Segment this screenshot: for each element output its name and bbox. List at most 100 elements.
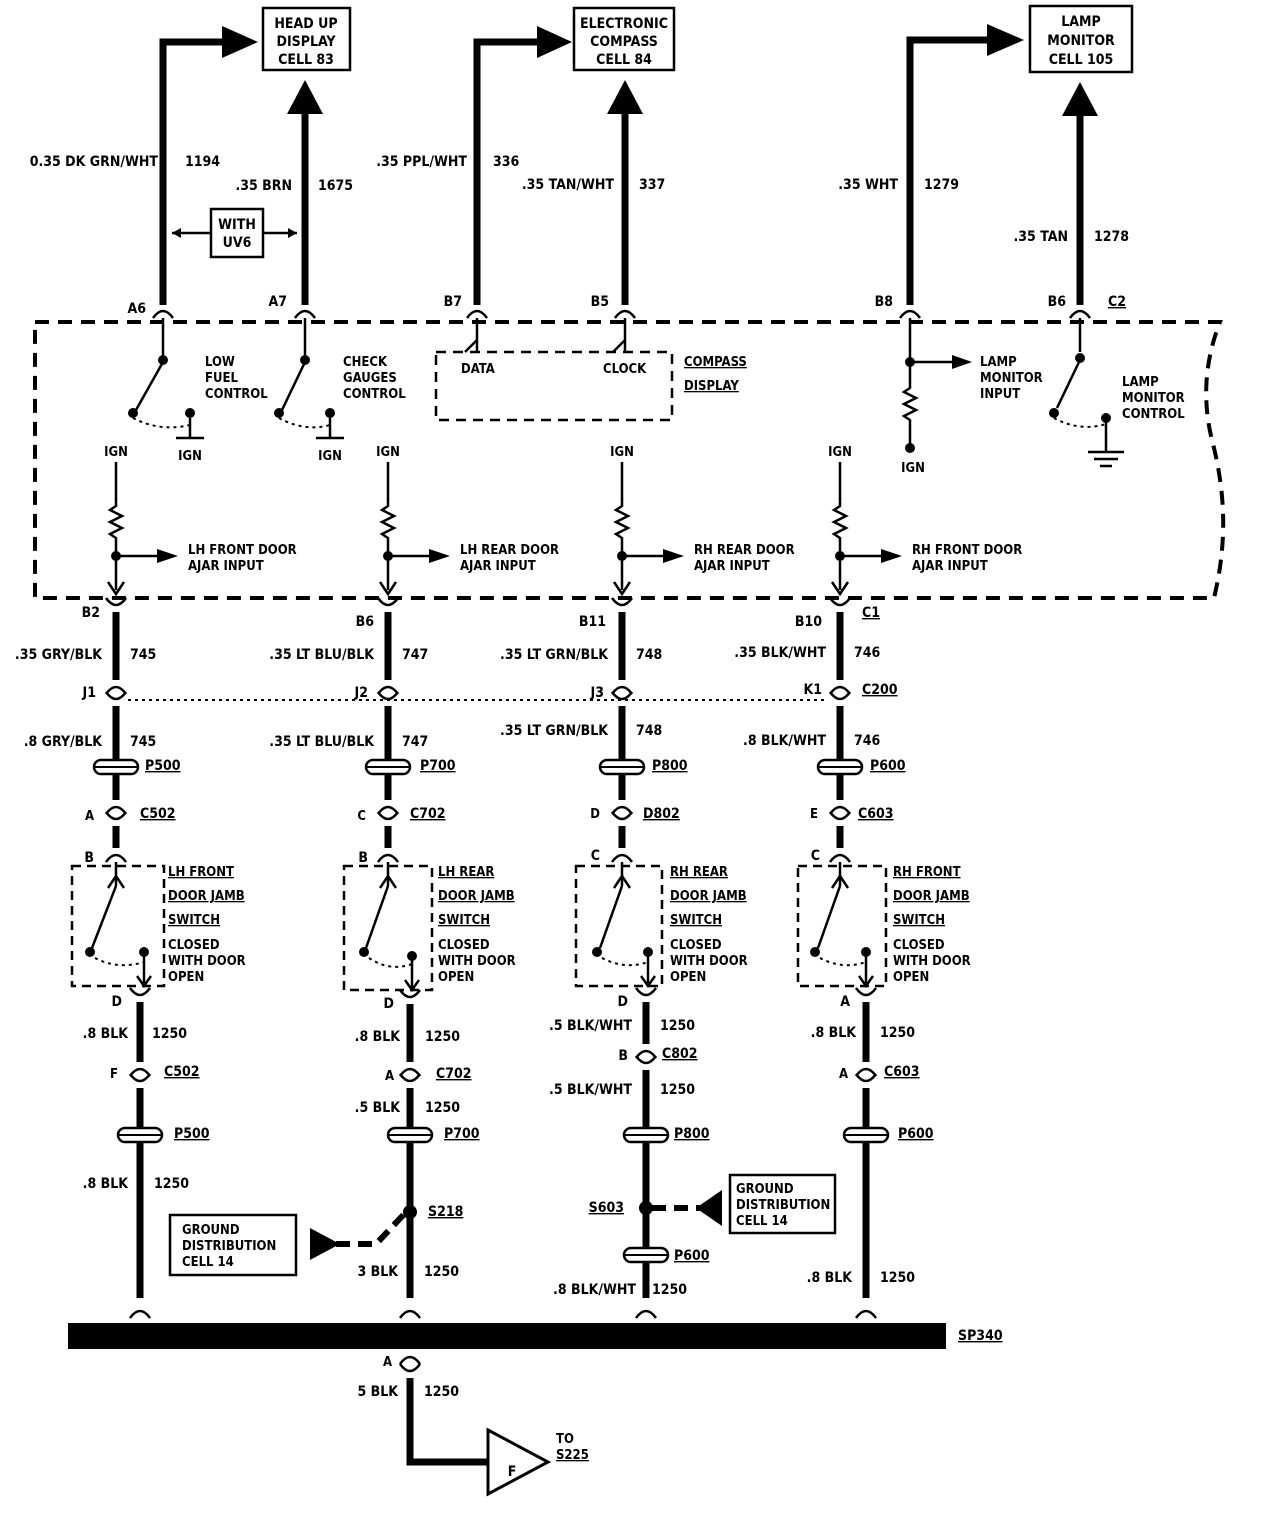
svg-text:J2: J2 [354, 685, 368, 701]
svg-text:E: E [810, 807, 818, 822]
svg-text:F: F [110, 1067, 118, 1082]
ground-distribution-ref-right: GROUND DISTRIBUTION CELL 14 [652, 1173, 837, 1235]
ground-path-lh-rear: D .8 BLK 1250 A C702 .5 BLK 1250 P700 S2… [355, 988, 480, 1320]
svg-text:B10: B10 [795, 614, 822, 630]
svg-text:LH FRONT: LH FRONT [168, 865, 234, 880]
svg-text:C702: C702 [410, 806, 446, 822]
svg-text:P600: P600 [870, 758, 906, 774]
svg-text:SP340: SP340 [958, 1328, 1003, 1344]
svg-text:A: A [383, 1355, 392, 1370]
dest-hud: HEAD UP DISPLAY CELL 83 [261, 6, 352, 72]
svg-text:S218: S218 [428, 1204, 463, 1220]
svg-text:1194: 1194 [185, 154, 220, 170]
svg-text:S603: S603 [589, 1200, 624, 1216]
svg-text:OPEN: OPEN [168, 970, 204, 985]
svg-text:1250: 1250 [880, 1270, 915, 1286]
svg-text:B: B [618, 1048, 628, 1064]
option-uv6: WITH UV6 [172, 207, 297, 259]
svg-text:D: D [590, 807, 600, 822]
svg-text:CLOSED: CLOSED [893, 938, 945, 953]
module-top-connectors: A6 A7 B7 B5 B8 B6 C2 [127, 294, 1126, 320]
svg-text:B: B [84, 850, 94, 866]
door-ajar-input-lr: IGN LH REAR DOOR AJAR INPUT [376, 445, 559, 597]
svg-text:MONITOR: MONITOR [1122, 391, 1185, 406]
svg-text:MONITOR: MONITOR [980, 371, 1043, 386]
svg-text:.8 BLK: .8 BLK [811, 1025, 858, 1041]
door-ajar-input-rf: IGN RH FRONT DOOR AJAR INPUT [828, 445, 1022, 597]
svg-text:HEAD UP: HEAD UP [274, 16, 337, 32]
svg-text:1278: 1278 [1094, 229, 1129, 245]
svg-text:WITH: WITH [218, 217, 256, 233]
svg-text:LH FRONT DOOR: LH FRONT DOOR [188, 543, 297, 558]
svg-text:CONTROL: CONTROL [205, 387, 268, 402]
svg-text:.35 LT GRN/BLK: .35 LT GRN/BLK [500, 723, 609, 739]
ground-distribution-ref-left: GROUND DISTRIBUTION CELL 14 [168, 1207, 411, 1277]
ground-bus-sp340: SP340 [68, 1323, 1003, 1349]
svg-text:.8 BLK: .8 BLK [807, 1270, 854, 1286]
svg-text:AJAR INPUT: AJAR INPUT [912, 559, 988, 574]
compass-display: DATA CLOCK COMPASS DISPLAY [434, 318, 747, 422]
svg-text:CELL 83: CELL 83 [278, 52, 334, 68]
svg-text:747: 747 [402, 734, 428, 750]
svg-text:LH REAR DOOR: LH REAR DOOR [460, 543, 559, 558]
svg-text:LAMP: LAMP [980, 355, 1017, 370]
svg-text:IGN: IGN [376, 445, 400, 460]
svg-text:746: 746 [854, 645, 881, 661]
svg-text:.8 BLK: .8 BLK [83, 1176, 130, 1192]
svg-text:SWITCH: SWITCH [168, 913, 220, 928]
svg-text:LOW: LOW [205, 355, 235, 370]
svg-text:748: 748 [636, 647, 662, 663]
svg-text:P500: P500 [174, 1126, 210, 1142]
svg-text:337: 337 [639, 177, 665, 193]
svg-text:C702: C702 [436, 1066, 472, 1082]
svg-text:P600: P600 [674, 1248, 710, 1264]
svg-text:RH FRONT DOOR: RH FRONT DOOR [912, 543, 1022, 558]
svg-text:.35 TAN: .35 TAN [1014, 229, 1069, 245]
svg-text:A6: A6 [127, 301, 146, 317]
svg-text:A: A [839, 1067, 848, 1082]
svg-text:1279: 1279 [924, 177, 959, 193]
svg-text:C2: C2 [1108, 294, 1126, 310]
svg-text:SWITCH: SWITCH [438, 913, 490, 928]
svg-text:COMPASS: COMPASS [684, 355, 747, 370]
svg-text:IGN: IGN [178, 449, 202, 464]
lamp-monitor-control: LAMP MONITOR CONTROL [1049, 318, 1185, 468]
svg-text:AJAR INPUT: AJAR INPUT [694, 559, 770, 574]
svg-text:1250: 1250 [424, 1264, 459, 1280]
svg-text:IGN: IGN [828, 445, 852, 460]
svg-text:C603: C603 [884, 1064, 920, 1080]
svg-text:1250: 1250 [425, 1100, 460, 1116]
svg-text:CONTROL: CONTROL [343, 387, 406, 402]
svg-text:C1: C1 [862, 605, 880, 621]
svg-text:COMPASS: COMPASS [590, 34, 658, 50]
svg-text:MONITOR: MONITOR [1047, 33, 1115, 49]
svg-text:CELL 84: CELL 84 [596, 52, 652, 68]
svg-text:P800: P800 [674, 1126, 710, 1142]
wire-1278 [1062, 82, 1098, 305]
svg-text:.5 BLK: .5 BLK [355, 1100, 402, 1116]
rh-front-door-jamb-switch: RH FRONT DOOR JAMB SWITCH CLOSED WITH DO… [796, 862, 971, 989]
svg-text:745: 745 [130, 734, 156, 750]
ground-path-rh-rear: D .5 BLK/WHT 1250 B C802 .5 BLK/WHT 1250… [549, 986, 710, 1320]
svg-text:WITH DOOR: WITH DOOR [893, 954, 971, 969]
svg-text:747: 747 [402, 647, 428, 663]
svg-text:336: 336 [493, 154, 520, 170]
svg-text:CLOCK: CLOCK [603, 362, 647, 377]
svg-text:J3: J3 [590, 685, 604, 701]
svg-text:IGN: IGN [104, 445, 128, 460]
lh-rear-door-jamb-switch: LH REAR DOOR JAMB SWITCH CLOSED WITH DOO… [342, 862, 516, 993]
svg-text:WITH DOOR: WITH DOOR [670, 954, 748, 969]
svg-text:WITH DOOR: WITH DOOR [438, 954, 516, 969]
svg-text:B: B [358, 850, 368, 866]
svg-text:TO: TO [556, 1432, 574, 1447]
svg-text:B5: B5 [591, 294, 609, 310]
svg-text:.35 LT BLU/BLK: .35 LT BLU/BLK [269, 734, 375, 750]
svg-text:1250: 1250 [154, 1176, 189, 1192]
low-fuel-switch: IGN LOW FUEL CONTROL [128, 318, 268, 464]
svg-text:CELL 14: CELL 14 [736, 1214, 788, 1229]
svg-text:.8 BLK/WHT: .8 BLK/WHT [743, 733, 826, 749]
svg-text:IGN: IGN [318, 449, 342, 464]
svg-text:C502: C502 [140, 806, 176, 822]
check-gauges-switch: IGN CHECK GAUGES CONTROL [274, 318, 406, 464]
svg-text:3 BLK: 3 BLK [357, 1264, 399, 1280]
